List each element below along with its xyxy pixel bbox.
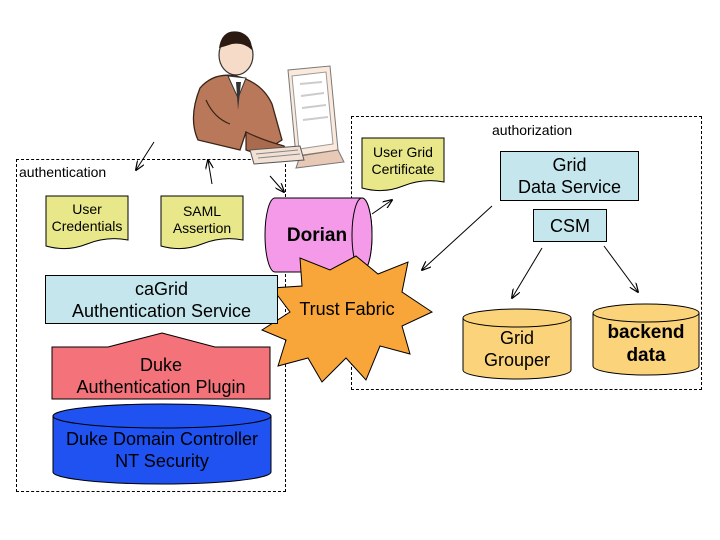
csm-box: CSM (533, 209, 607, 242)
duke-plugin-arrow (51, 332, 271, 400)
saml-assertion-label: SAML Assertion (172, 203, 232, 236)
arrow-dorian-to-certificate (371, 200, 392, 215)
arrow-gds-to-trust (422, 205, 493, 270)
duke-domain-label: Duke Domain Controller NT Security (65, 429, 259, 471)
grid-grouper-cylinder (462, 308, 572, 380)
user-at-computer-icon (192, 31, 345, 169)
cagrid-authentication-service: caGrid Authentication Service (45, 275, 278, 324)
backend-data-label: backend data (607, 322, 685, 366)
arrow-csm-to-grouper (512, 247, 543, 298)
duke-plugin-label: Duke Authentication Plugin (76, 355, 246, 397)
saml-assertion-doc (160, 195, 244, 250)
arrow-csm-to-backend (603, 245, 638, 292)
grid-data-service: Grid Data Service (500, 151, 639, 201)
arrow-saml-to-user (208, 160, 212, 185)
authorization-label: authorization (492, 122, 573, 138)
dorian-label: Dorian (286, 224, 348, 246)
trust-fabric-star (260, 255, 434, 383)
duke-domain-cylinder (52, 403, 272, 485)
user-grid-certificate-label: User Grid Certificate (371, 144, 435, 177)
backend-data-cylinder (592, 303, 700, 376)
arrow-user-to-dorian (269, 175, 284, 192)
user-grid-certificate-doc (361, 137, 445, 192)
authentication-label: authentication (19, 164, 107, 180)
trust-fabric-label: Trust Fabric (299, 299, 395, 319)
dorian-cylinder (264, 197, 373, 273)
user-credentials-doc (45, 195, 129, 250)
user-credentials-label: User Credentials (51, 201, 123, 234)
arrow-user-to-credentials (136, 141, 155, 170)
grid-grouper-label: Grid Grouper (483, 328, 551, 370)
